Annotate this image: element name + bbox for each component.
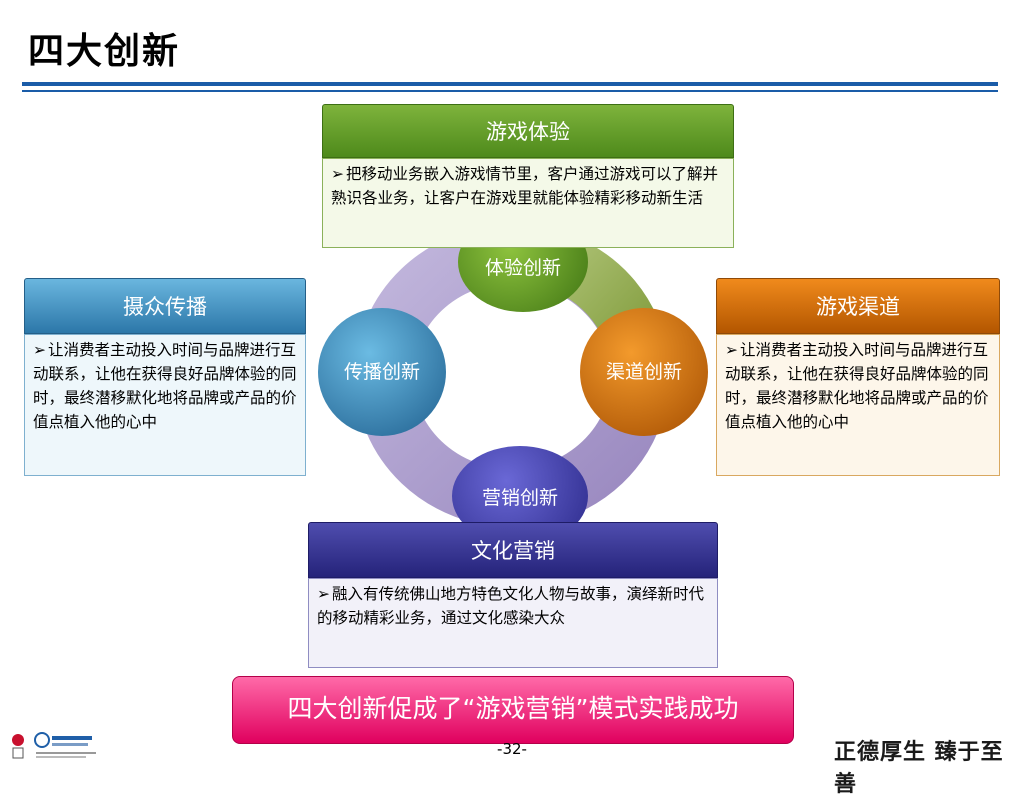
slide-title: 四大创新 [28,31,181,72]
box-culture-marketing-body: ➢融入有传统佛山地方特色文化人物与故事，演绎新时代的移动精彩业务，通过文化感染大… [308,578,718,668]
bullet-arrow-icon: ➢ [725,341,738,359]
box-game-channel-title: 游戏渠道 [716,278,1000,334]
title-rule-thick [22,82,998,86]
box-game-experience-title: 游戏体验 [322,104,734,158]
conclusion-banner: 四大创新促成了“游戏营销”模式实践成功 [232,676,794,744]
box-audience-spread-text: 让消费者主动投入时间与品牌进行互动联系，让他在获得良好品牌体验的同时，最终潜移默… [33,341,297,431]
box-game-channel-body: ➢让消费者主动投入时间与品牌进行互动联系，让他在获得良好品牌体验的同时，最终潜移… [716,334,1000,476]
circle-channel-innovation: 渠道创新 [580,308,708,436]
bullet-arrow-icon: ➢ [317,585,330,603]
beijing-olympics-china-mobile-logo [12,732,96,759]
box-audience-spread-body: ➢让消费者主动投入时间与品牌进行互动联系，让他在获得良好品牌体验的同时，最终潜移… [24,334,306,476]
circle-spread-innovation: 传播创新 [318,308,446,436]
box-game-channel-text: 让消费者主动投入时间与品牌进行互动联系，让他在获得良好品牌体验的同时，最终潜移默… [725,341,989,431]
company-slogan: 正德厚生 臻于至善 [834,739,1004,797]
title-rule-thin [22,90,998,92]
page-number: -32- [497,740,527,758]
box-culture-marketing-text: 融入有传统佛山地方特色文化人物与故事，演绎新时代的移动精彩业务，通过文化感染大众 [317,585,705,627]
bullet-arrow-icon: ➢ [33,341,46,359]
box-culture-marketing-title: 文化营销 [308,522,718,578]
box-game-experience-text: 把移动业务嵌入游戏情节里，客户通过游戏可以了解并熟识各业务，让客户在游戏里就能体… [331,165,719,207]
box-audience-spread-title: 摄众传播 [24,278,306,334]
box-game-experience-body: ➢把移动业务嵌入游戏情节里，客户通过游戏可以了解并熟识各业务，让客户在游戏里就能… [322,158,734,248]
bullet-arrow-icon: ➢ [331,165,344,183]
